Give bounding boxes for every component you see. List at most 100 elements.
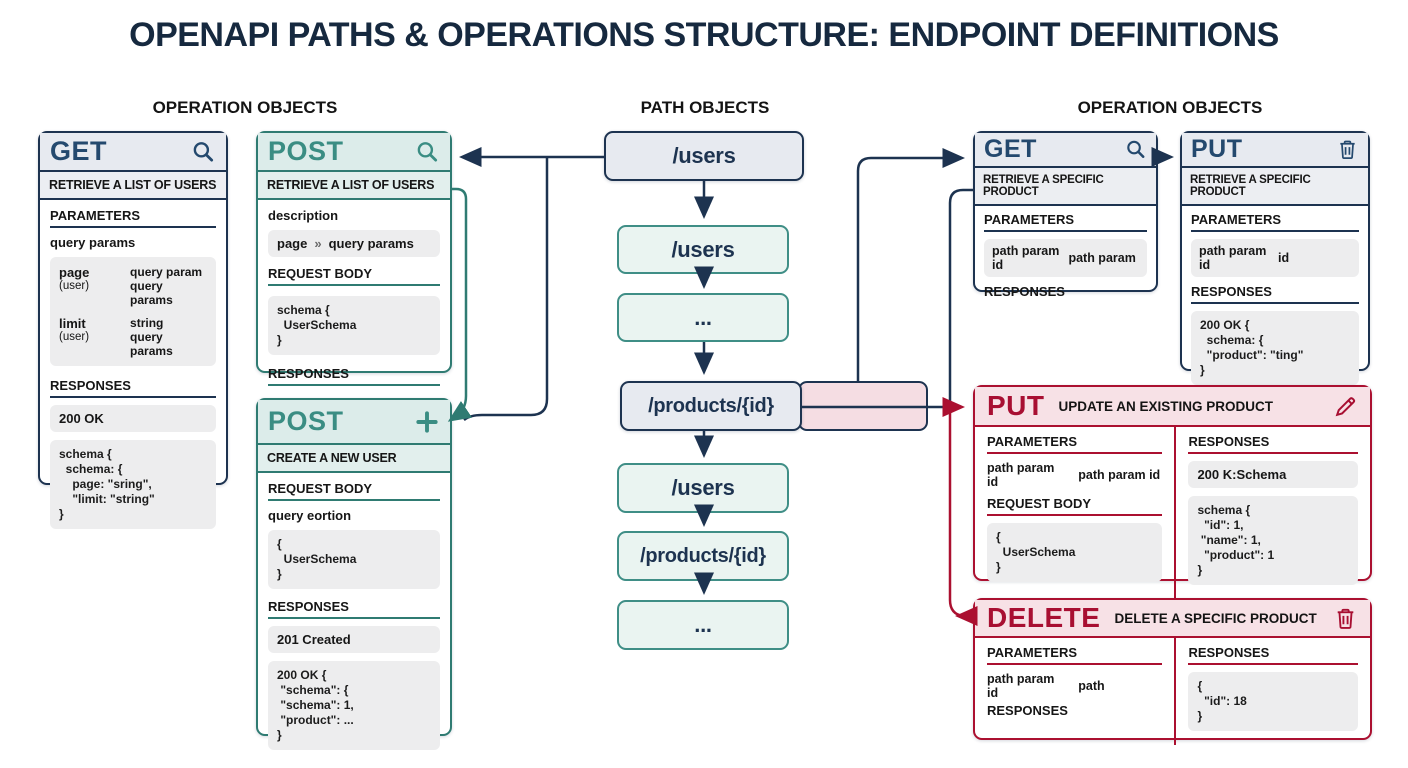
param-row: path param id path param id [987,461,1162,489]
card-get-users: GET RETRIEVE A LIST OF USERS PARAMETERS … [38,131,228,529]
card-subtitle: RETRIEVE A SPECIFIC PRODUCT [975,168,1156,206]
responses-heading: RESPONSES [268,366,440,386]
param-note: path param [1068,251,1136,265]
magnifier-icon [417,141,438,162]
column-header-right: OPERATION OBJECTS [1077,98,1263,117]
request-caption: query eortion [268,508,352,523]
path-box-users-root: /users [604,131,804,181]
parameters-heading: PARAMETERS [987,434,1163,454]
response-schema-code: 200 OK { "schema": { "schema": 1, "produ… [268,661,440,750]
card-subtitle: DELETE A SPECIFIC PRODUCT [1114,610,1317,626]
description-label: description [268,208,339,223]
card-header: PUT UPDATE AN EXISTING PRODUCT [975,387,1370,427]
param-owner: (user) [59,280,90,292]
responses-column: RESPONSES { "id": 18 } [1176,638,1370,745]
responses-column: RESPONSES 200 K:Schema schema { "id": 1,… [1176,427,1370,599]
status-badge: 200 K:Schema [1188,461,1358,488]
card-subtitle: UPDATE AN EXISTING PRODUCT [1058,398,1274,414]
description-chip: page » query params [268,230,440,257]
param-id: id [987,686,999,700]
param-note: path param id [1078,468,1161,482]
param-row: path param id id [1191,239,1359,277]
parameters-list: page (user) query param query params lim… [50,257,216,366]
card-header: DELETE DELETE A SPECIFIC PRODUCT [975,600,1370,638]
path-box-ellipsis-1: ... [617,293,789,342]
card-header: PUT [1182,133,1368,168]
param-type2: query params [130,330,173,358]
request-schema-code: schema { UserSchema } [268,296,440,355]
responses-heading: RESPONSES [50,378,216,398]
card-header: POST [258,133,450,172]
param-id: id [1199,258,1211,272]
responses-heading: RESPONSES [268,599,440,619]
path-box-users-2: /users [617,225,789,274]
status-badge: 201 Created [268,626,440,653]
card-body: description page » query params REQUEST … [258,200,450,399]
param-name: limit [59,316,86,331]
request-body-heading: REQUEST BODY [987,496,1163,516]
param-name: path param [987,672,1055,686]
response-schema-code: 200 OK { schema: { "product": "ting" } [1191,311,1359,385]
responses-heading: RESPONSES [1191,284,1359,304]
card-body: REQUEST BODY query eortion { UserSchema … [258,473,450,764]
parameters-heading: PARAMETERS [984,212,1147,232]
path-box-ellipsis-2: ... [617,600,789,650]
responses-heading-left: RESPONSES [987,703,1068,718]
path-box-users-3: /users [617,463,789,513]
param-owner: (user) [59,331,90,343]
card-body: PARAMETERS path param id path RESPONSES … [975,638,1370,745]
responses-heading: RESPONSES [1188,434,1358,454]
parameters-heading: PARAMETERS [50,208,216,228]
card-subtitle: RETRIEVE A SPECIFIC PRODUCT [1182,168,1368,206]
request-schema-code: { UserSchema } [268,530,440,589]
path-box-products-id-2: /products/{id} [617,531,789,581]
method-label: DELETE [987,602,1101,633]
parameters-caption: query params [50,235,136,250]
method-label: GET [984,135,1037,163]
column-header-center: PATH OBJECTS [640,98,770,117]
param-type: string [130,316,164,330]
param-name: path param [987,461,1055,475]
card-header: GET [40,133,226,172]
method-label: POST [268,136,344,166]
param-name: path param [992,244,1060,258]
page-title: OPENAPI PATHS & OPERATIONS STRUCTURE: EN… [129,16,1279,54]
method-label: PUT [987,390,1045,421]
card-post-create: POST CREATE A NEW USER REQUEST BODY quer… [256,398,452,750]
response-schema-code: schema { schema: { page: "sring", "limit… [50,440,216,529]
card-subtitle: RETRIEVE A LIST OF USERS [258,172,450,200]
parameters-heading: PARAMETERS [987,645,1163,665]
method-label: PUT [1191,135,1243,163]
card-subtitle: RETRIEVE A LIST OF USERS [40,172,226,200]
card-body: PARAMETERS query params page (user) quer… [40,200,226,543]
card-get-product: GET RETRIEVE A SPECIFIC PRODUCT PARAMETE… [973,131,1158,299]
param-row: path param id path [987,672,1162,700]
parameters-heading: PARAMETERS [1191,212,1359,232]
status-badge: 200 OK [50,405,216,432]
pencil-icon [1335,396,1356,416]
request-body-heading: REQUEST BODY [268,481,440,501]
path-box-products-id: /products/{id} [620,381,802,431]
method-label: GET [50,136,108,166]
param-type: query param [130,265,203,279]
card-header: GET [975,133,1156,168]
card-subtitle: CREATE A NEW USER [258,445,450,473]
card-body: PARAMETERS path param id path param id R… [975,427,1370,599]
card-body: PARAMETERS path param id path param RESP… [975,206,1156,308]
parameters-column: PARAMETERS path param id path RESPONSES [975,638,1177,745]
responses-heading: RESPONSES [1188,645,1358,665]
param-id: id [987,475,999,489]
param-type2: query params [130,279,173,307]
response-schema-code: { "id": 18 } [1188,672,1358,731]
param-row: page (user) query param query params [59,265,207,307]
request-body-heading: REQUEST BODY [268,266,440,286]
card-header: POST [258,400,450,445]
path-products-extension [798,381,928,431]
response-schema-code: schema { "id": 1, "name": 1, "product": … [1188,496,1358,585]
param-note: path [1078,679,1105,693]
card-post-list: POST RETRIEVE A LIST OF USERS descriptio… [256,131,452,386]
param-row: path param id path param [984,239,1147,277]
method-label: POST [268,406,344,436]
param-note: id [1278,251,1290,265]
